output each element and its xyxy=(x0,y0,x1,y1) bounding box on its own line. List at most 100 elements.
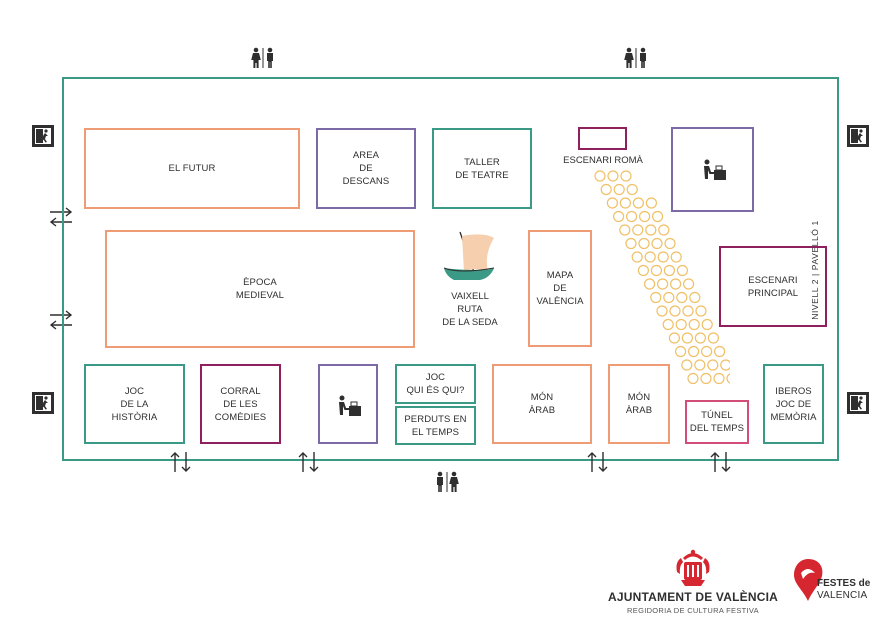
audience-seat xyxy=(681,332,694,344)
up-down-arrows-icon xyxy=(298,452,319,472)
audience-seat xyxy=(707,359,719,371)
info-desk-icon xyxy=(339,395,361,416)
audience-seat xyxy=(720,359,730,371)
audience-seat xyxy=(669,305,681,317)
audience-seat xyxy=(643,278,656,290)
zone-joc-qui-es-qui[interactable]: JOC QUI ÉS QUI? xyxy=(395,364,476,404)
restroom-icon xyxy=(437,471,459,492)
zone-perduts-temps[interactable]: PERDUTS EN EL TEMPS xyxy=(395,406,476,445)
escenari-roma-stage[interactable] xyxy=(578,127,627,150)
up-down-arrows-icon xyxy=(587,452,608,472)
emergency-exit-icon xyxy=(32,125,54,147)
entrance-exit-arrows-icon xyxy=(49,207,73,227)
audience-seat xyxy=(700,345,713,358)
audience-seat xyxy=(651,210,664,223)
zone-epoca-medieval[interactable]: ÈPOCA MEDIEVAL xyxy=(105,230,415,348)
restroom-icon xyxy=(251,47,273,68)
audience-seat xyxy=(656,305,668,317)
audience-seat xyxy=(689,291,701,304)
audience-seat xyxy=(619,197,632,209)
zone-tunel-temps[interactable]: TÚNEL DEL TEMPS xyxy=(685,400,749,444)
audience-seat xyxy=(613,183,625,196)
city-council-subtitle: REGIDORIA DE CULTURA FESTIVA xyxy=(627,606,759,615)
audience-seat xyxy=(607,170,619,182)
audience-seat xyxy=(676,264,689,277)
up-down-arrows-icon xyxy=(710,452,731,472)
audience-seat xyxy=(625,237,637,250)
zone-mon-arab-2[interactable]: MÓN ÀRAB xyxy=(608,364,670,444)
city-council-name: AJUNTAMENT DE VALÈNCIA xyxy=(608,590,778,604)
entrance-exit-arrows-icon xyxy=(49,310,73,330)
audience-seat xyxy=(600,183,612,196)
audience-seat xyxy=(645,224,657,236)
audience-seat xyxy=(663,291,675,304)
audience-seat xyxy=(682,305,694,317)
audience-seat xyxy=(682,278,695,290)
zone-taller-teatre[interactable]: TALLER DE TEATRE xyxy=(432,128,532,209)
audience-seat xyxy=(637,264,650,277)
audience-seat xyxy=(651,237,663,250)
audience-seat xyxy=(657,251,669,263)
audience-seat xyxy=(613,210,625,223)
zone-iberos[interactable]: IBEROS JOC DE MEMÒRIA xyxy=(763,364,824,444)
festes-logo-mark xyxy=(794,559,823,601)
up-down-arrows-icon xyxy=(170,452,191,472)
audience-seat xyxy=(687,345,700,358)
audience-seat xyxy=(619,224,631,236)
audience-seat xyxy=(726,373,730,384)
zone-escenari-principal[interactable]: ESCENARI PRINCIPAL xyxy=(719,246,827,327)
audience-seat xyxy=(662,318,674,331)
audience-seat xyxy=(675,318,687,331)
audience-seat xyxy=(625,210,638,223)
audience-seat xyxy=(688,318,700,331)
audience-seat xyxy=(700,372,712,385)
info-point-top[interactable] xyxy=(671,127,754,212)
info-point-bottom[interactable] xyxy=(318,364,378,444)
audience-seat xyxy=(663,264,676,277)
seating-area xyxy=(594,170,730,385)
zone-corral-comedies[interactable]: CORRAL DE LES COMÈDIES xyxy=(200,364,281,444)
audience-seat xyxy=(694,359,706,371)
audience-seat xyxy=(631,251,643,263)
level-label: NIVELL 2 | PAVELLÓ 1 xyxy=(810,220,820,320)
zone-area-descans[interactable]: AREA DE DESCANS xyxy=(316,128,416,209)
audience-seat xyxy=(658,224,670,236)
audience-seat xyxy=(638,210,651,223)
audience-seat xyxy=(594,170,606,182)
audience-seat xyxy=(714,345,726,358)
audience-seat xyxy=(638,237,650,250)
audience-seat xyxy=(650,291,662,304)
audience-seat xyxy=(674,345,687,358)
zone-mon-arab-1[interactable]: MÓN ÀRAB xyxy=(492,364,592,444)
audience-seat xyxy=(695,305,707,317)
audience-seat xyxy=(632,197,645,209)
audience-seat xyxy=(620,170,632,182)
audience-seat xyxy=(670,251,682,263)
info-desk-icon xyxy=(704,159,726,180)
audience-seat xyxy=(713,372,725,385)
audience-seat xyxy=(645,197,658,209)
audience-seat xyxy=(676,291,688,304)
zone-escenari-roma-label: ESCENARI ROMÀ xyxy=(563,155,643,166)
zone-joc-historia[interactable]: JOC DE LA HISTÒRIA xyxy=(84,364,185,444)
zone-vaixell-label: VAIXELL RUTA DE LA SEDA xyxy=(442,291,498,328)
audience-seat xyxy=(669,278,682,290)
audience-seat xyxy=(681,359,693,371)
emergency-exit-icon xyxy=(847,125,869,147)
audience-seat xyxy=(668,332,681,344)
audience-seat xyxy=(701,318,713,331)
audience-seat xyxy=(656,278,669,290)
audience-seat xyxy=(650,264,663,277)
zone-el-futur[interactable]: EL FUTUR xyxy=(84,128,300,209)
festes-logo-line2: VALENCIA xyxy=(817,590,868,601)
audience-seat xyxy=(687,372,699,385)
boat-icon xyxy=(443,231,495,280)
audience-seat xyxy=(606,197,618,209)
city-coat-of-arms-logo xyxy=(676,549,710,586)
zone-mapa-valencia[interactable]: MAPA DE VALÈNCIA xyxy=(528,230,592,347)
restroom-icon xyxy=(624,47,646,68)
emergency-exit-icon xyxy=(847,392,869,414)
emergency-exit-icon xyxy=(32,392,54,414)
audience-seat xyxy=(632,224,644,236)
audience-seat xyxy=(626,183,638,196)
